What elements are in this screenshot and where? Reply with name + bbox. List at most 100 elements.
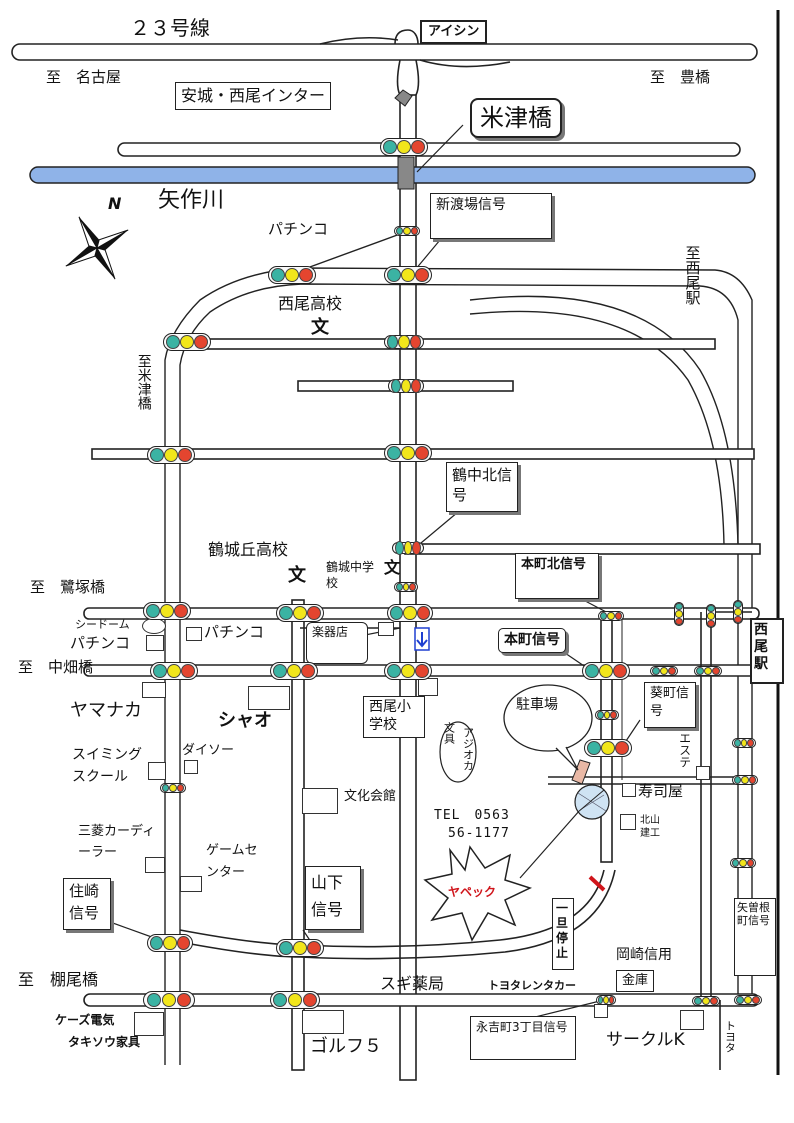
bridge-label: 米津橋 <box>470 98 562 139</box>
traffic-signal-icon <box>394 582 418 592</box>
pachinko-w1-label: パチンコ <box>70 634 131 652</box>
stop-sign: 一旦停止 <box>552 898 574 970</box>
kakujogaoka-label: 鶴城丘高校 <box>208 540 289 559</box>
to-sagizuka-label: 至 鷺塚橋 <box>30 578 106 596</box>
stop-line <box>588 875 606 892</box>
traffic-signal-icon <box>276 939 324 957</box>
building <box>142 682 166 698</box>
traffic-signal-icon <box>582 662 630 680</box>
parking-bubble <box>503 684 593 752</box>
river-label: 矢作川 <box>158 188 225 213</box>
traffic-signal-icon <box>734 995 762 1005</box>
building <box>680 1010 704 1030</box>
ramp <box>396 59 401 96</box>
traffic-signal-icon <box>674 602 684 626</box>
building <box>594 1004 608 1018</box>
north-label: N <box>108 194 122 213</box>
daiso-label: ダイソー <box>182 743 235 758</box>
nishio-high-label: 西尾高校 <box>278 294 343 313</box>
traffic-signal-icon <box>650 666 678 676</box>
levee-road <box>117 142 741 157</box>
building <box>418 678 438 696</box>
school-icon: 文 <box>311 317 329 338</box>
traffic-signal-icon <box>730 858 756 868</box>
sumizaki-callout: 住崎信号 <box>63 878 111 930</box>
traffic-signal-icon <box>384 266 432 284</box>
building <box>148 762 166 780</box>
golf5-label: ゴルフ５ <box>310 1036 382 1057</box>
building <box>184 760 198 774</box>
to-nagoya-label: 至 名古屋 <box>46 68 122 86</box>
aisin-label: アイシン <box>420 20 488 44</box>
building <box>302 1010 344 1034</box>
traffic-signal-icon <box>268 266 316 284</box>
music-store-label: 楽器店 <box>306 622 368 664</box>
shinwatariba-callout: 新渡場信号 <box>430 193 552 239</box>
to-nakahata-label: 至 中畑橋 <box>18 658 94 676</box>
to-tanao-label: 至 棚尾橋 <box>18 970 99 989</box>
traffic-signal-icon <box>384 662 432 680</box>
traffic-signal-icon <box>733 600 743 624</box>
interchange-label: 安城・西尾インター <box>175 82 332 110</box>
okazaki-label: 岡崎信用 <box>616 947 672 963</box>
traffic-signal-icon <box>380 138 428 156</box>
traffic-signal-icon <box>387 604 433 622</box>
shao-label: シャオ <box>218 710 272 731</box>
traffic-signal-icon <box>143 602 191 620</box>
parking-label: 駐車場 <box>516 697 558 713</box>
circle-k-label: サークルK <box>606 1030 685 1050</box>
bridge-marker <box>397 156 415 190</box>
traffic-signal-icon <box>143 991 195 1009</box>
seed-dome-bld <box>142 618 166 634</box>
sugi-label: スギ薬局 <box>380 974 445 993</box>
to-toyohashi-label: 至 豊橋 <box>650 68 711 86</box>
yamanaka-label: ヤマナカ <box>70 700 142 721</box>
traffic-signal-icon <box>384 444 432 462</box>
traffic-signal-icon <box>163 333 211 351</box>
interchange-marker <box>394 89 413 107</box>
yahagi-river <box>29 166 756 184</box>
parking-entrance <box>571 759 591 785</box>
traffic-signal-icon <box>732 738 756 748</box>
building <box>146 635 164 651</box>
traffic-signal-icon <box>147 446 195 464</box>
traffic-signal-icon <box>147 934 193 952</box>
swimming-label: スイミングスクール <box>72 747 142 786</box>
school-icon: 文 <box>288 565 306 586</box>
traffic-signal-icon <box>694 666 722 676</box>
esute-label: エステ <box>677 732 692 768</box>
traffic-signal-icon <box>595 710 619 720</box>
traffic-signal-icon <box>270 662 318 680</box>
yazone-callout: 矢曽根町信号 <box>734 898 776 976</box>
ramp <box>415 59 420 96</box>
kinko-label: 金庫 <box>616 970 655 992</box>
mitsubishi-label: 三菱カーディーラー <box>78 824 156 860</box>
route23-label: ２３号線 <box>130 16 210 40</box>
compass-rose-icon <box>65 216 129 280</box>
building <box>622 783 636 797</box>
ramp <box>394 29 409 45</box>
seed-dome-label: シードーム <box>75 618 130 631</box>
building <box>134 1012 164 1036</box>
building <box>378 622 394 636</box>
ajioka-bubble <box>439 721 477 783</box>
building <box>186 627 202 641</box>
stationery-label: 文具 <box>442 722 456 744</box>
nagayoshi-callout: 永吉町3丁目信号 <box>470 1016 576 1060</box>
traffic-signal-icon <box>394 226 420 236</box>
ksdenki-label: ケーズ電気 <box>55 1013 115 1027</box>
toyota-label: トヨタ <box>723 1020 737 1053</box>
ramp <box>407 29 419 45</box>
traffic-signal-icon <box>392 541 424 555</box>
to-yonezu-label: 至米津橋 <box>135 354 152 410</box>
yamashita-callout: 山下信号 <box>305 866 361 930</box>
tsurunaka-callout: 鶴中北信号 <box>446 462 518 512</box>
sushi-label: 寿司屋 <box>638 782 684 800</box>
traffic-signal-icon <box>150 662 198 680</box>
traffic-signal-icon <box>706 604 716 628</box>
traffic-signal-icon <box>276 604 324 622</box>
traffic-signal-icon <box>732 775 758 785</box>
pachinko-w2-label: パチンコ <box>204 623 265 641</box>
building <box>696 766 710 780</box>
